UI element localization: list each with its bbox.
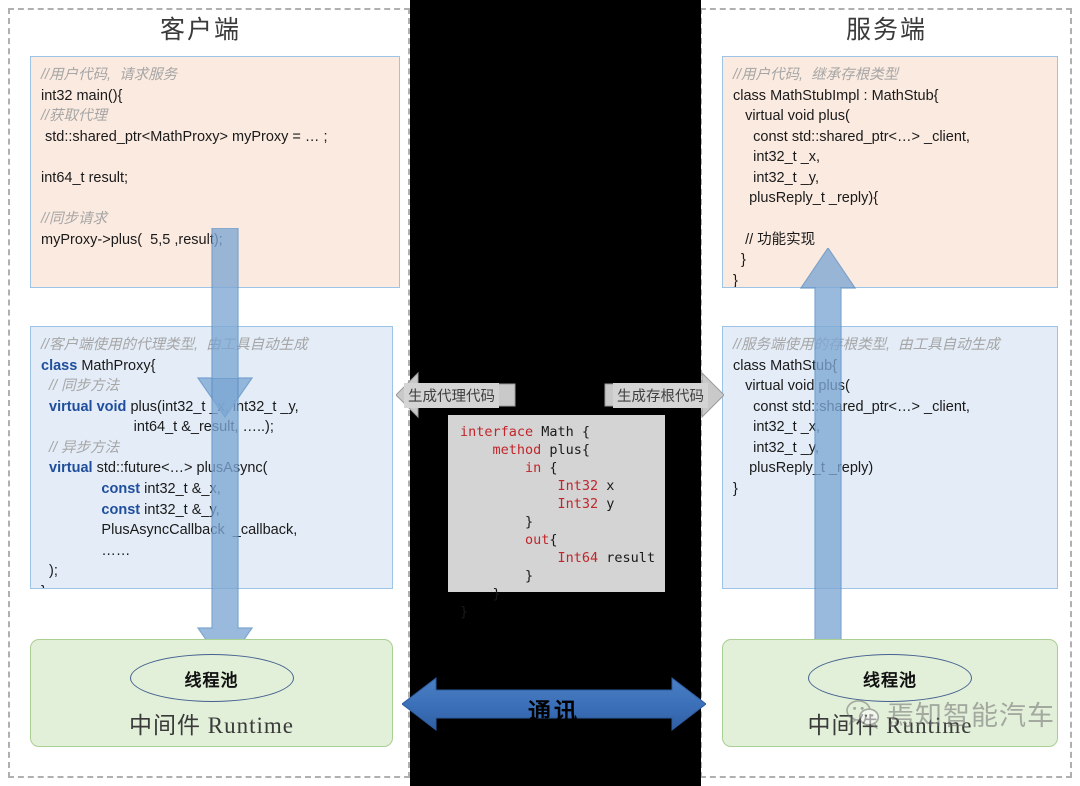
code-comment: //获取代理 xyxy=(41,108,108,125)
communication-arrow xyxy=(402,676,706,732)
idl-type: Int32 xyxy=(460,495,599,512)
code-line: } xyxy=(41,584,46,588)
idl-text: } xyxy=(460,567,534,584)
code-comment: // 同步方法 xyxy=(41,378,120,395)
code-keyword: const xyxy=(41,481,141,498)
code-line: int32_t _y, xyxy=(733,169,819,186)
idl-text: } xyxy=(460,603,469,620)
code-line: int32_t _x, xyxy=(733,149,821,166)
code-comment: //用户代码, 请求服务 xyxy=(41,67,178,83)
idl-text: } xyxy=(460,513,534,530)
generate-proxy-label: 生成代理代码 xyxy=(404,383,499,408)
idl-text: { xyxy=(541,459,558,476)
code-line: myProxy->plus( 5,5 ,result); xyxy=(41,231,223,248)
code-keyword: const xyxy=(41,501,141,518)
code-line: std::shared_ptr<MathProxy> myProxy = … ; xyxy=(41,128,328,145)
server-stub-code-panel: //服务端使用的存根类型, 由工具自动生成 class MathStub{ vi… xyxy=(722,326,1058,589)
client-thread-pool: 线程池 xyxy=(129,654,294,702)
code-line: …… xyxy=(41,542,131,559)
server-callback-arrow xyxy=(800,248,856,666)
idl-text: { xyxy=(549,531,558,548)
code-keyword: virtual void xyxy=(41,398,127,415)
code-line: int32 main(){ xyxy=(41,87,123,104)
idl-code-block: interface Math { method plus{ in { Int32… xyxy=(448,415,665,620)
code-line: MathProxy{ xyxy=(77,357,156,374)
code-comment: //服务端使用的存根类型, 由工具自动生成 xyxy=(733,337,1000,353)
idl-text: result xyxy=(598,549,656,566)
code-keyword: virtual xyxy=(41,460,93,477)
idl-text: x xyxy=(598,477,615,494)
server-user-code-panel: //用户代码, 继承存根类型 class MathStubImpl : Math… xyxy=(722,56,1058,288)
server-runtime-label: 中间件 Runtime xyxy=(807,713,973,738)
code-keyword: class xyxy=(41,357,78,374)
code-line: // 功能实现 xyxy=(733,231,816,248)
code-line: class MathStubImpl : MathStub{ xyxy=(733,87,939,104)
idl-keyword: out xyxy=(460,531,550,548)
idl-text: plus{ xyxy=(541,441,591,458)
code-comment: // 异步方法 xyxy=(41,439,120,456)
code-line: ); xyxy=(41,563,58,580)
generate-stub-label: 生成存根代码 xyxy=(613,383,708,408)
client-call-arrow-2 xyxy=(197,378,253,668)
idl-text: } xyxy=(460,585,501,602)
idl-type: Int32 xyxy=(460,477,599,494)
idl-text: Math { xyxy=(533,424,591,440)
idl-text: y xyxy=(598,495,615,512)
code-line: } xyxy=(733,272,738,288)
code-line: } xyxy=(733,481,738,498)
code-comment: //同步请求 xyxy=(41,211,108,228)
idl-keyword: method xyxy=(460,441,542,458)
code-comment: //用户代码, 继承存根类型 xyxy=(733,67,899,83)
code-line: virtual void plus( xyxy=(733,108,850,125)
server-title: 服务端 xyxy=(846,17,928,44)
client-title: 客户端 xyxy=(160,17,242,44)
server-thread-pool: 线程池 xyxy=(808,654,972,702)
server-runtime-box: 线程池 中间件 Runtime xyxy=(722,639,1058,747)
code-line: } xyxy=(733,252,746,269)
idl-type: Int64 xyxy=(460,549,599,566)
idl-keyword: interface xyxy=(460,424,534,440)
client-runtime-label: 中间件 Runtime xyxy=(129,713,294,738)
communication-label: 通讯 xyxy=(528,698,580,724)
client-user-code-panel: //用户代码, 请求服务 int32 main(){ //获取代理 std::s… xyxy=(30,56,400,288)
code-line: const std::shared_ptr<…> _client, xyxy=(733,128,970,145)
idl-keyword: in xyxy=(460,459,542,476)
code-line: plusReply_t _reply){ xyxy=(733,190,879,207)
code-comment: //客户端使用的代理类型, 由工具自动生成 xyxy=(41,337,308,353)
code-line: PlusAsyncCallback _callback, xyxy=(41,522,298,539)
code-line: int64_t result; xyxy=(41,169,129,186)
client-runtime-box: 线程池 中间件 Runtime xyxy=(30,639,393,747)
